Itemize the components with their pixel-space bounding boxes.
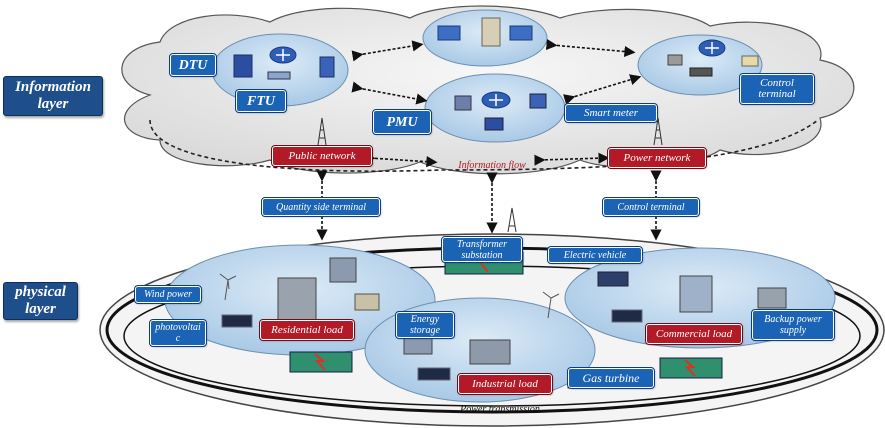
dtu-label[interactable]: DTU [169,53,217,77]
wind-power-label[interactable]: Wind power [134,285,202,304]
gas-turbine-label[interactable]: Gas turbine [567,367,655,389]
public-network-label[interactable]: Public network [271,145,373,167]
information-flow-text: Information flow [458,160,526,171]
smart-meter-label[interactable]: Smart meter [564,103,658,123]
information-layer-tag: Information layer [3,76,103,116]
info-flow-arrows [316,38,662,241]
commercial-load-label[interactable]: Commercial load [645,323,743,345]
control-terminal-label[interactable]: Control terminal [739,73,815,105]
photovoltaic-label[interactable]: photovoltai c [149,319,207,347]
electric-vehicle-label[interactable]: Electric vehicle [547,246,643,264]
energy-storage-label[interactable]: Energy storage [395,311,455,339]
control-cluster [637,34,763,96]
control-terminal-link-label[interactable]: Control terminal [602,197,700,217]
backup-power-supply-label[interactable]: Backup power supply [751,309,835,341]
pmu-label[interactable]: PMU [372,109,432,135]
quantity-side-terminal-label[interactable]: Quantity side terminal [261,197,381,217]
power-transmission-text: Power transmission [460,404,540,415]
industrial-load-label[interactable]: Industrial load [457,373,553,395]
residential-load-label[interactable]: Residential load [259,319,355,341]
power-network-label[interactable]: Power network [607,147,707,169]
physical-layer-tag: physical layer [3,282,78,320]
ftu-label[interactable]: FTU [235,89,287,113]
transformer-substation-label[interactable]: Transformer substation [441,236,523,263]
network-devices-icon [233,17,759,131]
